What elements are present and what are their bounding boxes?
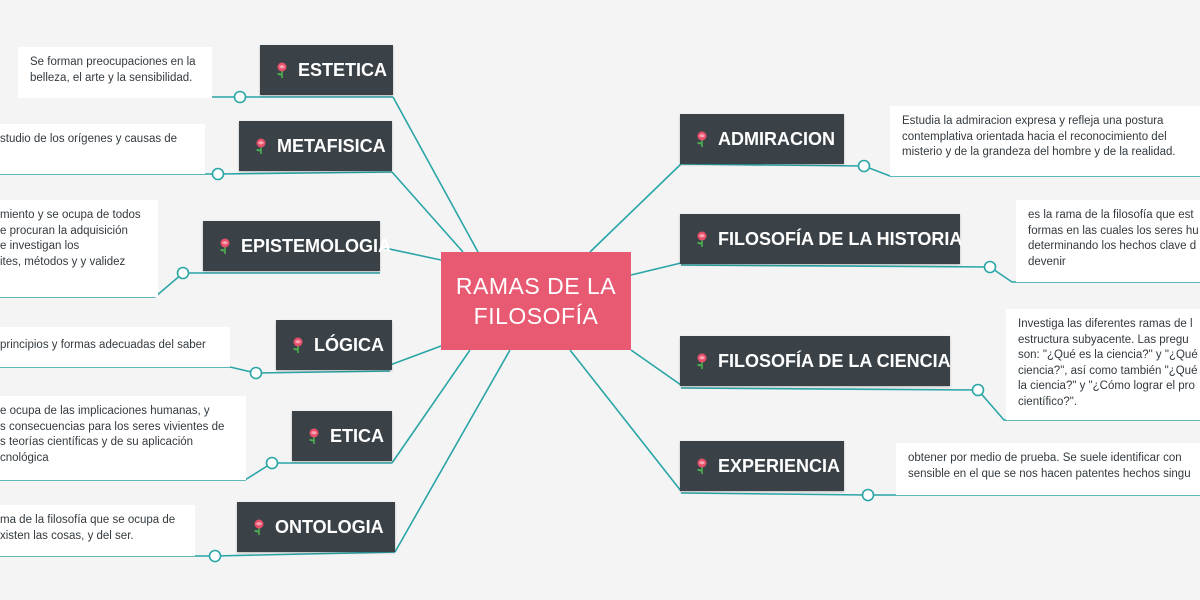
connector-historia-note: [680, 264, 1200, 283]
central-title-line-1: RAMAS DE LA: [455, 273, 617, 299]
note-line: científico?".: [1018, 395, 1078, 408]
connector-dot: [857, 159, 871, 173]
rose-icon: [697, 458, 707, 474]
branch-label: ESTETICA: [298, 59, 388, 80]
note-admiracion[interactable]: Estudia la admiracion expresa y refleja …: [890, 106, 1200, 176]
connector-admiracion: [589, 163, 682, 253]
connector-etica: [391, 349, 471, 464]
branch-admiracion[interactable]: ADMIRACION: [680, 114, 844, 164]
rose-icon: [697, 353, 707, 369]
branch-label: METAFISICA: [277, 135, 386, 156]
note-line: obtener por medio de prueba. Se suele id…: [908, 452, 1182, 464]
note-ciencia[interactable]: Investiga las diferentes ramas de l estr…: [1006, 309, 1200, 420]
connector-dot: [983, 260, 997, 274]
branch-estetica[interactable]: ESTETICA: [260, 45, 393, 95]
rose-icon: [293, 337, 303, 353]
branch-metafisica[interactable]: METAFISICA: [239, 121, 392, 171]
connector-dot: [211, 167, 225, 181]
branch-label: ADMIRACION: [718, 128, 835, 149]
note-line: s teorías científicas y de su aplicación: [0, 436, 194, 448]
note-line: e procuran la adquisición: [0, 224, 128, 237]
note-line: la ciencia?" y "¿Cómo lograr el pro: [1018, 380, 1195, 392]
note-logica[interactable]: principios y formas adecuadas del saber: [0, 327, 230, 367]
branch-experiencia[interactable]: EXPERIENCIA: [680, 441, 844, 491]
branch-label: ETICA: [330, 425, 384, 446]
note-line: son: "¿Qué es la ciencia?" y "¿Qué: [1018, 349, 1198, 361]
note-line: miento y se ocupa de todos: [0, 209, 141, 221]
note-line: cnológica: [0, 451, 49, 464]
branch-epistemologia[interactable]: EPISTEMOLOGIA: [203, 221, 391, 271]
connector-ontologia-note: [0, 551, 396, 557]
note-line: Se forman preocupaciones en la: [30, 56, 196, 68]
note-line: belleza, el arte y la sensibilidad.: [30, 71, 193, 84]
branch-label: EPISTEMOLOGIA: [241, 235, 392, 256]
rose-icon: [697, 231, 707, 247]
connector-epistemologia: [379, 246, 442, 261]
note-line: contemplativa orientada hacia el reconoc…: [902, 130, 1167, 143]
note-line: formas en las cuales los seres hu: [1028, 224, 1199, 237]
note-ontologia[interactable]: ma de la filosofía que se ocupa de xiste…: [0, 505, 195, 556]
branch-logica[interactable]: LÓGICA: [276, 320, 392, 370]
connector-dot: [971, 383, 985, 397]
note-line: misterio y de la grandeza del hombre y d…: [902, 146, 1176, 158]
note-line: Investiga las diferentes ramas de l: [1018, 318, 1193, 330]
connector-experiencia-note: [680, 492, 1200, 496]
connector-logica: [389, 345, 442, 366]
rose-icon: [697, 131, 707, 147]
note-line: s consecuencias para los seres vivientes…: [0, 420, 225, 433]
note-line: ites, métodos y y validez: [0, 255, 126, 268]
connector-ciencia: [630, 349, 682, 386]
rose-icon: [256, 138, 266, 154]
central-title-line-2: FILOSOFÍA: [473, 303, 599, 329]
note-epistemologia[interactable]: miento y se ocupa de todos e procuran la…: [0, 200, 158, 297]
note-line: sensible en el que se nos hacen patentes…: [908, 467, 1191, 480]
branch-label: FILOSOFÍA DE LA HISTORIA: [718, 228, 963, 249]
branch-label: LÓGICA: [314, 334, 384, 355]
note-line: determinando los hechos clave d: [1028, 240, 1197, 252]
branch-filosofia-ciencia[interactable]: FILOSOFÍA DE LA CIENCIA: [680, 336, 951, 386]
branch-filosofia-historia[interactable]: FILOSOFÍA DE LA HISTORIA: [680, 214, 963, 264]
connector-dot: [176, 266, 190, 280]
note-line: devenir: [1028, 255, 1066, 268]
connector-logica-note: [0, 366, 391, 374]
rose-icon: [220, 238, 230, 254]
note-line: studio de los orígenes y causas de: [0, 133, 178, 145]
connector-ciencia-note: [680, 387, 1200, 421]
branch-label: FILOSOFÍA DE LA CIENCIA: [718, 350, 951, 371]
note-line: e investigan los: [0, 240, 80, 252]
connector-experiencia: [569, 349, 682, 492]
note-estetica[interactable]: Se forman preocupaciones en la belleza, …: [18, 47, 212, 98]
note-experiencia[interactable]: obtener por medio de prueba. Se suele id…: [896, 443, 1200, 495]
rose-icon: [309, 428, 319, 444]
note-metafisica[interactable]: studio de los orígenes y causas de: [0, 124, 205, 174]
connector-admiracion-note: [680, 163, 1200, 177]
note-line: ciencia?", así como también "¿Qué: [1018, 364, 1198, 377]
branch-etica[interactable]: ETICA: [292, 411, 392, 461]
connector-dot: [265, 456, 279, 470]
connector-dot: [861, 488, 875, 502]
rose-icon: [254, 519, 264, 535]
central-topic[interactable]: RAMAS DE LA FILOSOFÍA: [441, 252, 631, 350]
connector-historia: [630, 262, 682, 276]
note-line: principios y formas adecuadas del saber: [0, 339, 206, 351]
connector-metafisica: [391, 171, 464, 253]
note-line: estructura subyacente. Las pregu: [1018, 333, 1189, 346]
branch-label: ONTOLOGIA: [275, 516, 384, 537]
connector-dot: [208, 549, 222, 563]
note-line: es la rama de la filosofía que est: [1028, 209, 1194, 221]
connector-ontologia: [394, 349, 511, 553]
connector-dot: [233, 90, 247, 104]
rose-icon: [277, 62, 287, 78]
note-line: ma de la filosofía que se ocupa de: [0, 514, 176, 526]
branch-label: EXPERIENCIA: [718, 455, 841, 476]
note-etica[interactable]: e ocupa de las implicaciones humanas, y …: [0, 396, 246, 480]
note-historia[interactable]: es la rama de la filosofía que est forma…: [1016, 200, 1200, 282]
connector-estetica: [392, 96, 479, 253]
note-line: e ocupa de las implicaciones humanas, y: [0, 405, 210, 417]
branch-ontologia[interactable]: ONTOLOGIA: [237, 502, 395, 552]
note-line: xisten las cosas, y del ser.: [0, 529, 134, 542]
connector-dot: [249, 366, 263, 380]
note-line: Estudia la admiracion expresa y refleja …: [902, 115, 1164, 127]
